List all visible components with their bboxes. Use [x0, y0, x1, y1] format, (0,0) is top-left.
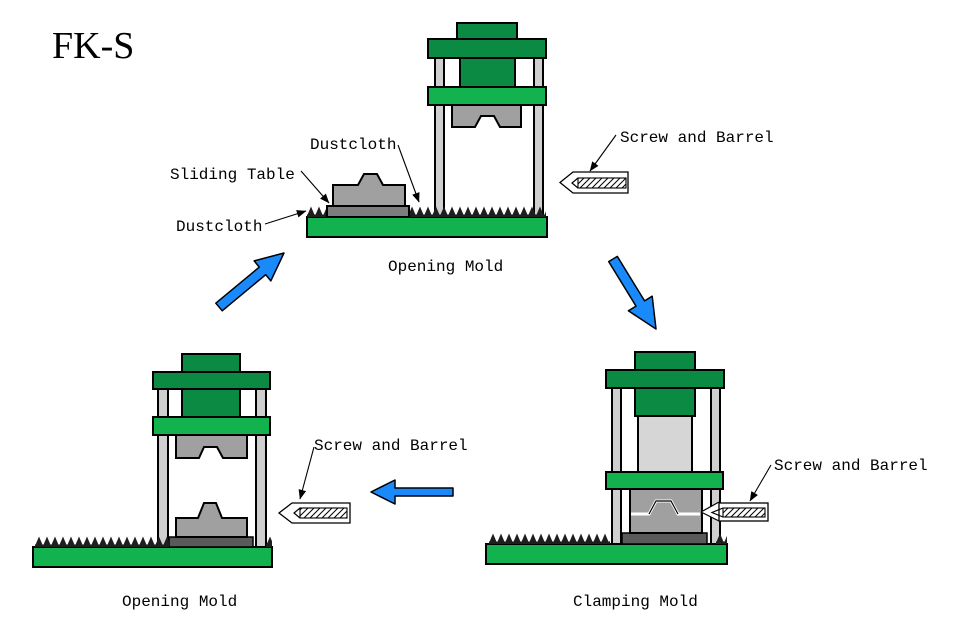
table-mold-half — [332, 173, 406, 207]
clamped-mold — [629, 488, 703, 534]
dustcloth-strip-right — [266, 536, 272, 547]
top-cap-block — [456, 22, 518, 40]
mold-key-outline — [648, 500, 679, 515]
moving-platen — [605, 471, 724, 490]
leader-sliding-table — [300, 170, 330, 204]
cycle-arrow-opening-to-top — [215, 252, 285, 312]
top-crossbeam — [605, 369, 725, 389]
machine-base — [32, 546, 273, 568]
clamp-cylinder-block — [181, 388, 241, 418]
screw-slot-icon — [577, 177, 627, 189]
dustcloth-strip-left — [307, 206, 327, 217]
tie-bar-column-left — [434, 57, 445, 218]
machine-base — [306, 216, 548, 238]
screw-slot-icon — [299, 507, 348, 519]
mold-base-plate — [621, 532, 708, 545]
dustcloth-strip-left — [489, 533, 610, 544]
cycle-arrow-top-to-clamping — [607, 255, 657, 330]
lower-mold-half — [175, 502, 248, 538]
machine-base — [485, 543, 728, 565]
cycle-arrow-clamping-to-opening — [370, 479, 454, 505]
upper-mold-half — [451, 104, 522, 128]
page-title: FK-S — [52, 25, 134, 67]
top-cap-block — [634, 351, 696, 371]
screw-and-barrel-icon-left — [277, 502, 351, 524]
label-screw-barrel-right: Screw and Barrel — [774, 457, 928, 475]
top-cap-block — [181, 353, 241, 373]
label-sliding-table: Sliding Table — [170, 166, 295, 184]
caption-opening-mold-bottom: Opening Mold — [122, 593, 237, 611]
leader-screw-barrel-right — [749, 464, 772, 502]
machine-opening-mold-top — [306, 22, 548, 238]
tie-bar-column-right — [255, 388, 267, 548]
nozzle-tip-icon — [701, 502, 719, 521]
label-screw-barrel-top: Screw and Barrel — [620, 129, 774, 147]
top-crossbeam — [427, 38, 547, 59]
tie-bar-column-left — [157, 388, 169, 548]
label-dustcloth-lower: Dustcloth — [176, 218, 262, 236]
moving-platen — [427, 86, 547, 106]
caption-opening-mold-top: Opening Mold — [388, 258, 503, 276]
dustcloth-strip-right — [716, 533, 727, 544]
tie-bar-column-right — [533, 57, 544, 218]
machine-clamping-mold — [485, 351, 769, 565]
machine-opening-mold-bottom — [32, 353, 273, 568]
mold-base-plate — [168, 536, 254, 548]
dustcloth-strip-right — [408, 206, 546, 217]
screw-tip-icon — [571, 177, 579, 189]
leader-screw-barrel-top — [589, 134, 617, 172]
clamp-cylinder-block — [634, 387, 696, 417]
label-dustcloth-upper: Dustcloth — [310, 136, 396, 154]
screw-tip-icon — [293, 507, 301, 519]
tie-bar-column-left — [611, 387, 622, 545]
sliding-table-plate — [326, 205, 410, 218]
screw-slot-icon — [722, 507, 766, 518]
label-screw-barrel-left: Screw and Barrel — [314, 437, 468, 455]
caption-clamping-mold: Clamping Mold — [573, 593, 698, 611]
top-crossbeam — [152, 371, 271, 390]
moving-platen — [152, 416, 271, 436]
leader-dustcloth-upper — [397, 144, 420, 203]
upper-mold-half — [175, 434, 248, 459]
screw-and-barrel-icon-right — [700, 501, 769, 522]
leader-screw-barrel-left — [298, 446, 315, 500]
dustcloth-strip-left — [35, 536, 169, 547]
clamp-cylinder-block — [459, 57, 516, 88]
leader-dustcloth-lower — [264, 210, 307, 225]
clamp-piston — [637, 415, 693, 473]
nozzle-tip-lines — [700, 501, 720, 522]
screw-tip-icon — [710, 507, 724, 518]
screw-and-barrel-icon-top — [558, 171, 629, 194]
